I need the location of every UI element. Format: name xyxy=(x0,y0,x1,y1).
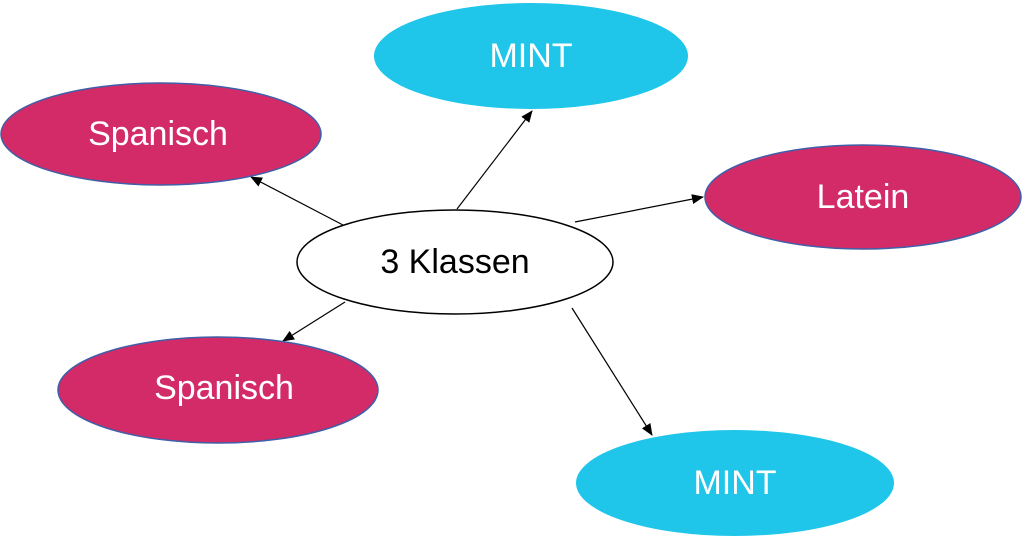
node-latein-shape xyxy=(704,144,1022,250)
arrow-to-mint-bottom xyxy=(571,307,653,436)
node-spanisch-bottom-label: Spanisch xyxy=(154,369,294,407)
arrow-to-mint-top xyxy=(456,110,533,210)
node-mint-top: MINT xyxy=(374,3,688,109)
node-spanisch-top: Spanisch xyxy=(0,82,322,186)
node-spanisch-bottom: Spanisch xyxy=(57,336,379,444)
node-mint-bottom: MINT xyxy=(576,430,894,536)
arrow-to-spanisch-top xyxy=(250,176,344,226)
node-center-shape xyxy=(296,209,614,315)
node-mint-top-label: MINT xyxy=(489,37,572,75)
node-spanisch-bottom-shape xyxy=(57,336,379,444)
arrow-to-latein xyxy=(574,194,704,223)
connectors xyxy=(250,110,704,436)
arrow-to-spanisch-bottom xyxy=(282,301,346,342)
node-latein-label: Latein xyxy=(817,178,910,216)
node-center-label: 3 Klassen xyxy=(380,243,529,281)
node-spanisch-top-label: Spanisch xyxy=(88,115,228,153)
node-mint-bottom-label: MINT xyxy=(693,464,776,502)
node-center: 3 Klassen xyxy=(296,209,614,315)
node-latein: Latein xyxy=(704,144,1022,250)
node-mint-top-shape xyxy=(374,3,688,109)
node-spanisch-top-shape xyxy=(0,82,322,186)
node-mint-bottom-shape xyxy=(576,430,894,536)
